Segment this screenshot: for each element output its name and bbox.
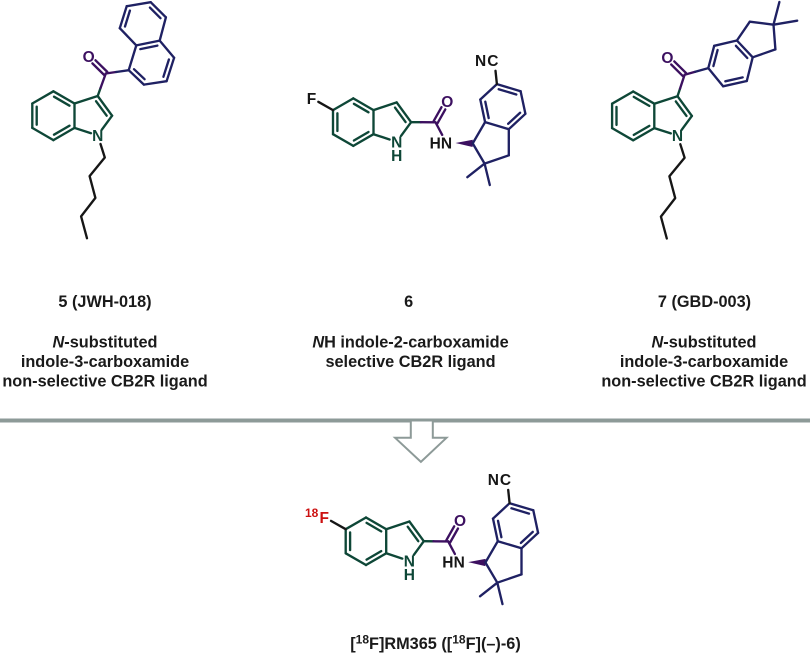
svg-text:H: H [404, 567, 415, 584]
svg-text:selective CB2R ligand: selective CB2R ligand [325, 353, 495, 371]
svg-text:N-substituted: N-substituted [652, 333, 757, 351]
svg-text:F: F [307, 91, 316, 108]
svg-text:N: N [672, 128, 683, 145]
svg-text:H: H [430, 135, 441, 152]
svg-text:5 (JWH-018): 5 (JWH-018) [58, 293, 151, 311]
svg-text:NH indole-2-carboxamide: NH indole-2-carboxamide [312, 333, 508, 351]
svg-text:non-selective CB2R ligand: non-selective CB2R ligand [2, 372, 207, 390]
svg-text:N: N [441, 135, 452, 152]
svg-text:O: O [441, 94, 453, 111]
svg-text:N-substituted: N-substituted [53, 333, 158, 351]
svg-text:indole-3-carboxamide: indole-3-carboxamide [21, 353, 189, 371]
svg-text:O: O [661, 50, 673, 67]
svg-text:6: 6 [404, 293, 413, 311]
svg-text:N: N [488, 472, 499, 489]
svg-text:[18F]RM365 ([18F](–)-6): [18F]RM365 ([18F](–)-6) [350, 633, 521, 654]
svg-text:C: C [500, 472, 511, 489]
svg-text:18: 18 [305, 506, 319, 520]
svg-text:H: H [391, 148, 402, 165]
svg-text:O: O [454, 513, 466, 530]
svg-text:H: H [442, 554, 453, 571]
svg-text:C: C [487, 53, 498, 70]
svg-text:O: O [83, 49, 95, 66]
svg-text:7 (GBD-003): 7 (GBD-003) [658, 293, 751, 311]
svg-text:N: N [92, 128, 103, 145]
svg-text:non-selective CB2R ligand: non-selective CB2R ligand [601, 372, 806, 390]
svg-text:N: N [475, 53, 486, 70]
svg-text:indole-3-carboxamide: indole-3-carboxamide [620, 353, 788, 371]
svg-text:F: F [319, 510, 328, 527]
svg-text:N: N [454, 554, 465, 571]
